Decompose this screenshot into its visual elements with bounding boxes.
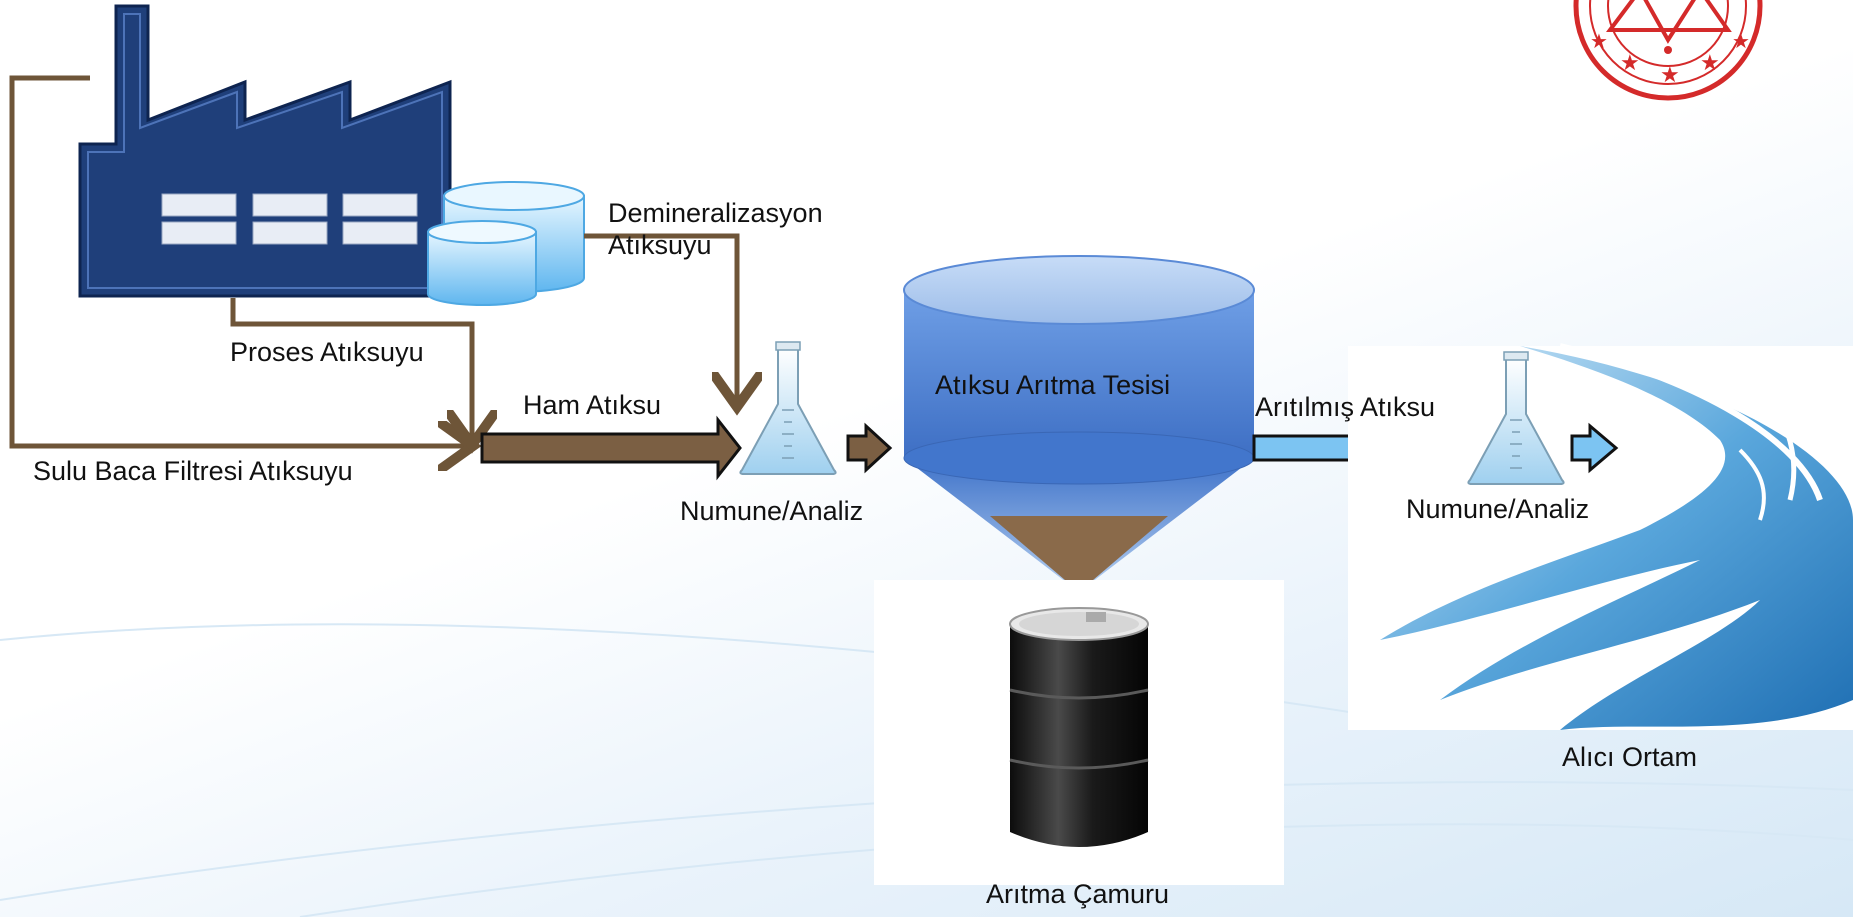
treated-wastewater-label: Arıtılmış Atıksu [1255, 392, 1436, 422]
treatment-sludge-label: Arıtma Çamuru [986, 879, 1170, 909]
treatment-plant-tank [903, 255, 1255, 592]
lab-flask-icon-1 [739, 341, 837, 475]
raw-flow-arrow-small [846, 422, 893, 474]
process-wastewater-label: Proses Atıksuyu [230, 337, 424, 367]
wet-flue-filter-wastewater-label: Sulu Baca Filtresi Atıksuyu [33, 456, 353, 486]
factory-icon [78, 4, 452, 298]
svg-text:★: ★ [1620, 51, 1640, 76]
demineralization-wastewater-label: Demineralizasyon Atıksuyu [608, 198, 823, 260]
receiving-environment-label: Alıcı Ortam [1562, 742, 1698, 772]
raw-wastewater-lines [9, 75, 737, 446]
raw-flow-arrow [480, 415, 742, 481]
svg-text:★: ★ [1590, 29, 1608, 53]
sludge-barrel-icon [874, 580, 1284, 885]
treatment-plant-label: Atıksu Arıtma Tesisi [935, 370, 1171, 400]
sampling-analysis-label-2: Numune/Analiz [1406, 494, 1590, 524]
raw-wastewater-label: Ham Atıksu [523, 390, 662, 420]
storage-tank-icon [427, 181, 585, 306]
sampling-analysis-label-1: Numune/Analiz [680, 496, 864, 526]
svg-text:★: ★ [1732, 29, 1750, 53]
svg-text:★: ★ [1660, 63, 1680, 88]
river-icon [1348, 343, 1853, 730]
ministry-seal-icon: ★ ★ ★ ★ ★ [1573, 0, 1763, 101]
svg-text:★: ★ [1700, 51, 1720, 76]
treated-flow-arrow-small [1570, 422, 1619, 474]
lab-flask-icon-2 [1467, 351, 1565, 485]
